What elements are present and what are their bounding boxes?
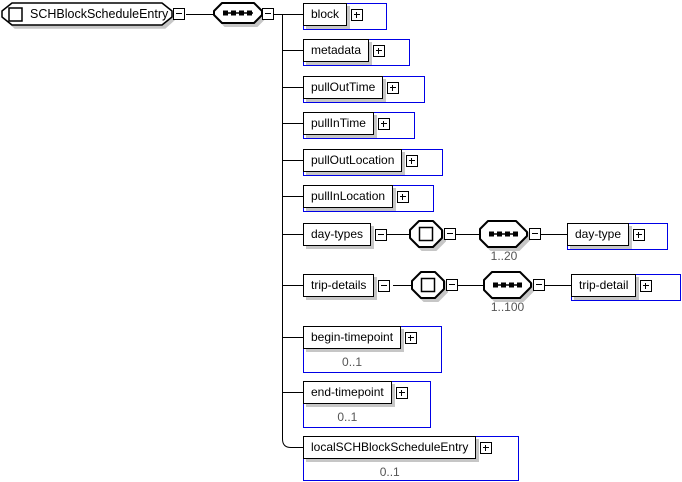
occurs-label-day-type: 1..20 [490,249,518,263]
expand-button-pullInTime[interactable] [377,118,390,130]
element-container-pullInTime: pullInTime [303,112,415,139]
collapse-button-trip-details-content[interactable] [446,279,458,291]
complex-content-icon-trip-details [411,271,448,302]
collapse-button-root[interactable] [173,8,185,20]
element-container-metadata: metadata [303,39,410,66]
element-container-pullOutTime: pullOutTime [303,76,425,103]
expand-button-pullOutTime[interactable] [387,82,400,94]
element-container-trip-detail: trip-detail [571,274,681,301]
expand-button-trip-detail[interactable] [640,280,653,292]
expand-button-day-type[interactable] [633,229,646,241]
expand-button-metadata[interactable] [373,45,386,57]
expand-button-begin-timepoint[interactable] [405,332,418,344]
element-block[interactable]: block [303,3,348,26]
element-container-pullInLocation: pullInLocation [303,185,434,212]
occurs-label-trip-detail: 1..100 [490,300,525,314]
sequence-icon-root [213,2,266,27]
element-container-end-timepoint: end-timepoint 0..1 [303,381,431,428]
root-element-label[interactable]: SCHBlockScheduleEntry [30,7,169,21]
collapse-button-day-types[interactable] [375,229,388,241]
expand-button-localSCHBlockScheduleEntry[interactable] [480,442,493,454]
collapse-button-day-types-sequence[interactable] [529,228,541,240]
expand-button-pullInLocation[interactable] [397,191,410,203]
occurs-label-localSCHBlockScheduleEntry: 0..1 [379,465,400,479]
sequence-icon-trip-details [483,271,535,302]
collapse-button-root-sequence[interactable] [262,8,274,20]
element-pullInLocation[interactable]: pullInLocation [303,185,394,208]
element-container-begin-timepoint: begin-timepoint 0..1 [303,326,442,373]
element-begin-timepoint[interactable]: begin-timepoint [303,326,402,349]
element-container-block: block [303,3,387,30]
expand-button-block[interactable] [351,9,364,21]
expand-button-end-timepoint[interactable] [395,387,408,399]
element-pullOutTime[interactable]: pullOutTime [303,76,384,99]
root-shape [1,2,173,26]
element-metadata[interactable]: metadata [303,39,370,62]
element-type-icon [8,7,23,22]
expand-button-pullOutLocation[interactable] [406,155,419,167]
sequence-icon-day-types [479,220,531,251]
tree-lines [186,14,571,439]
complex-content-icon-day-types [409,220,446,251]
element-pullInTime[interactable]: pullInTime [303,112,374,135]
element-day-type[interactable]: day-type [567,223,630,246]
collapse-button-trip-details[interactable] [378,280,391,292]
element-localSCHBlockScheduleEntry[interactable]: localSCHBlockScheduleEntry [303,436,477,459]
root-element-shape [1,2,176,29]
element-trip-details[interactable]: trip-details [303,274,375,297]
element-day-types[interactable]: day-types [303,223,372,246]
element-container-day-type: day-type [567,223,668,250]
element-pullOutLocation[interactable]: pullOutLocation [303,149,403,172]
collapse-button-day-types-content[interactable] [444,228,456,240]
element-end-timepoint[interactable]: end-timepoint [303,381,392,404]
occurs-label-end-timepoint: 0..1 [337,410,358,424]
occurs-label-begin-timepoint: 0..1 [342,355,363,369]
tree-elbow-line [282,438,303,448]
collapse-button-trip-details-sequence[interactable] [533,279,545,291]
element-trip-detail[interactable]: trip-detail [571,274,637,297]
element-container-pullOutLocation: pullOutLocation [303,149,443,176]
element-container-localSCHBlockScheduleEntry: localSCHBlockScheduleEntry 0..1 [303,436,519,481]
